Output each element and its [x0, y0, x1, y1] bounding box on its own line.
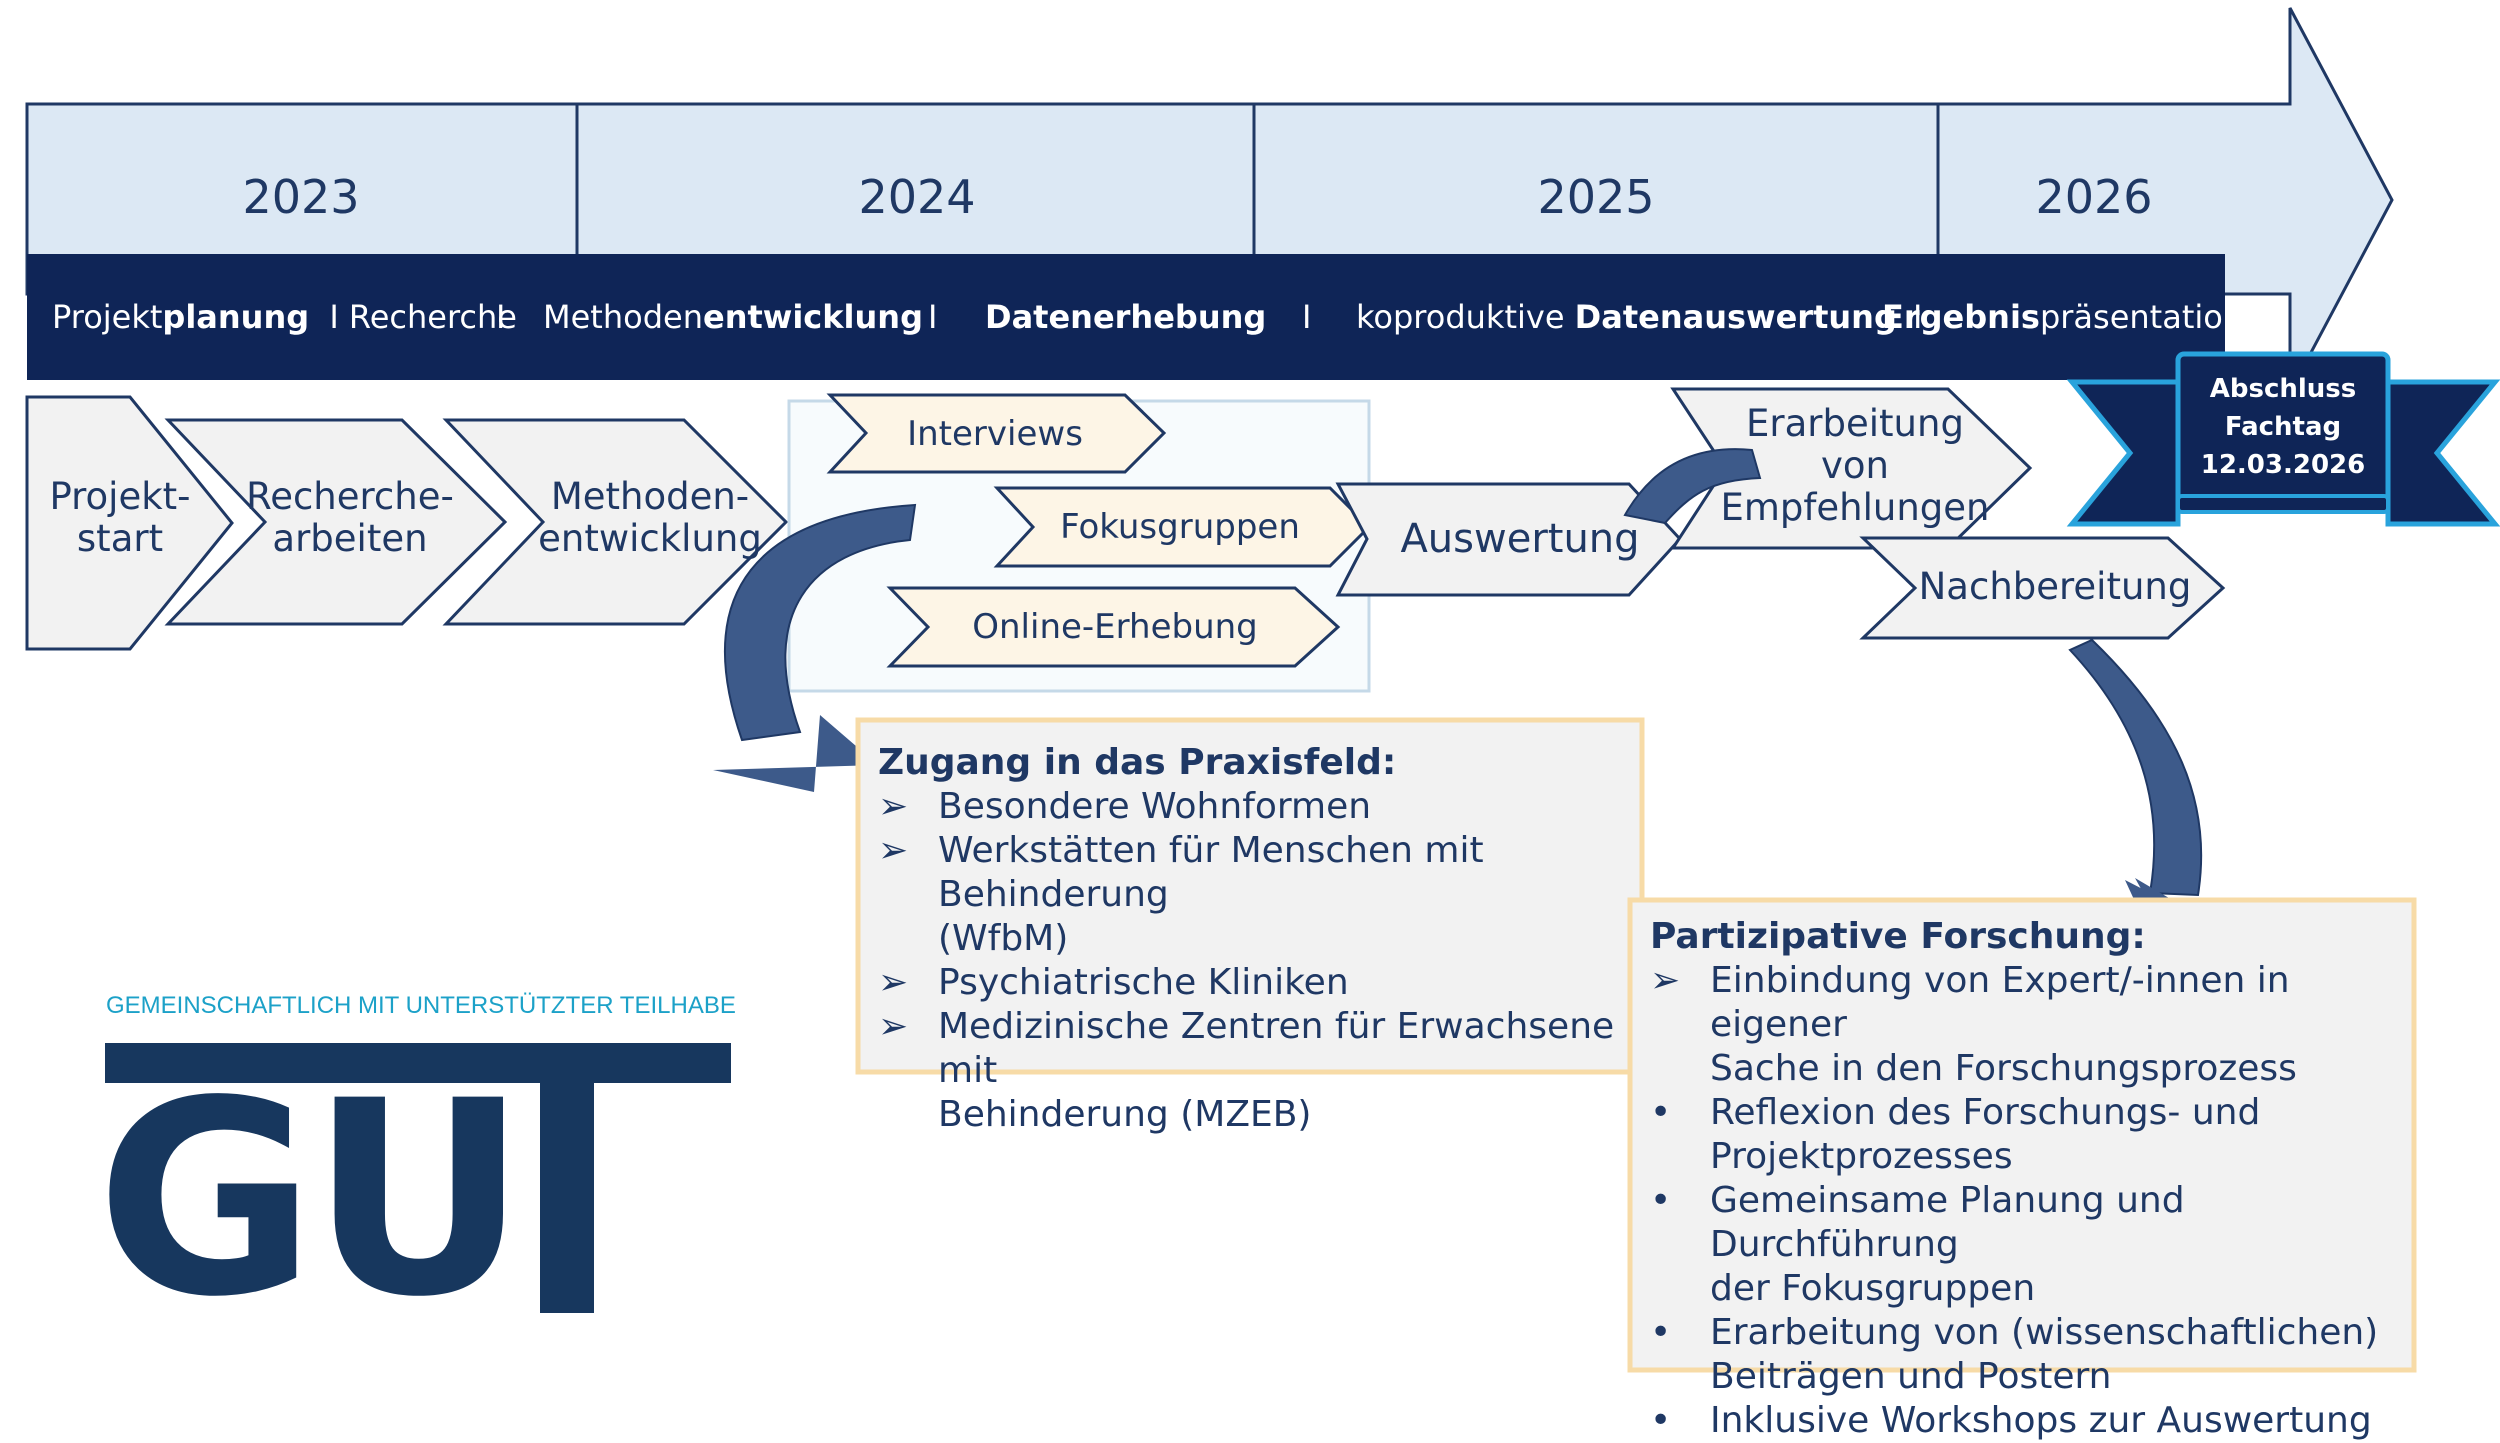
forschung-content: Partizipative Forschung: ➢ Einbindung von…	[1650, 916, 2410, 1443]
phase-separator: I	[928, 298, 938, 336]
method-online-shape	[886, 586, 1341, 668]
forschung-marker: ➢	[1650, 960, 1681, 1001]
praxisfeld-item-text: Psychiatrische Kliniken	[938, 961, 1349, 1005]
forschung-item-line: Einbindung von Expert/-innen in eigener	[1710, 960, 2290, 1045]
forschung-item-text: Erarbeitung von (wissenschaftlichen)Beit…	[1710, 1311, 2378, 1399]
praxisfeld-item-line: Behinderung (MZEB)	[938, 1094, 1312, 1135]
praxisfeld-marker: ➢	[878, 1006, 909, 1047]
praxisfeld-item: ➢ Werkstätten für Menschen mit Behinderun…	[878, 829, 1638, 961]
logo-t-stem	[540, 1043, 594, 1313]
step-recherche-shape	[164, 418, 508, 626]
praxisfeld-item-line: Psychiatrische Kliniken	[938, 962, 1349, 1003]
step-projektstart-label: Projekt- start	[49, 475, 191, 560]
praxisfeld-marker: ➢	[878, 830, 909, 871]
curved-arrow-nachbereitung-to-forschung	[2068, 638, 2203, 897]
praxisfeld-box	[855, 717, 1645, 1075]
step-projektstart-shape	[25, 395, 234, 651]
praxisfeld-item-text: Werkstätten für Menschen mit Behinderung…	[938, 829, 1638, 961]
forschung-marker: •	[1650, 1400, 1672, 1441]
step-recherche-label: Recherche- arbeiten	[246, 475, 454, 560]
method-interviews-shape	[826, 393, 1167, 474]
method-online-label: Online-Erhebung	[972, 607, 1258, 647]
forschung-item-line: Reflexion des Forschungs- und	[1710, 1092, 2261, 1133]
step-methoden-label: Methoden- entwicklung	[538, 475, 762, 560]
praxisfeld-item-line: (WfbM)	[938, 918, 1069, 959]
step-erarbeitung-label: Erarbeitung von Empfehlungen	[1720, 402, 1990, 529]
forschung-item-line: Beiträgen und Postern	[1710, 1356, 2112, 1397]
praxisfeld-item: ➢ Psychiatrische Kliniken	[878, 961, 1638, 1005]
method-fokusgruppen-label: Fokusgruppen	[1060, 507, 1300, 547]
year-2024: 2024	[858, 170, 976, 224]
forschung-title: Partizipative Forschung:	[1650, 916, 2146, 957]
praxisfeld-item-line: Besondere Wohnformen	[938, 786, 1372, 827]
banner-abschluss-fachtag: Abschluss Fachtag 12.03.2026	[2200, 374, 2366, 480]
logo-bar	[105, 1043, 731, 1083]
forschung-item: • Inklusive Workshops zur Auswertung	[1650, 1399, 2410, 1443]
curved-arrow-methoden-to-praxisfeld	[724, 503, 917, 742]
praxisfeld-item-line: Medizinische Zentren für Erwachsene mit	[938, 1006, 1615, 1091]
phase-bar	[27, 254, 2225, 380]
praxisfeld-title: Zugang in das Praxisfeld:	[878, 742, 1397, 783]
forschung-box	[1627, 897, 2417, 1373]
forschung-marker: •	[1650, 1092, 1672, 1133]
curved-arrow-head-left	[713, 715, 878, 792]
banner-ribbon-left	[2066, 379, 2181, 527]
phase-separator: I	[1302, 298, 1312, 336]
forschung-item-line: Projektprozesses	[1710, 1136, 2013, 1177]
forschung-item-line: Inklusive Workshops zur Auswertung	[1710, 1400, 2372, 1441]
forschung-item-line: Sache in den Forschungsprozess	[1710, 1048, 2297, 1089]
praxisfeld-marker: ➢	[878, 962, 909, 1003]
forschung-item-line: Erarbeitung von (wissenschaftlichen)	[1710, 1312, 2379, 1353]
curved-arrow-auswertung-to-erarbeitung	[1623, 448, 1762, 525]
year-2026: 2026	[2035, 170, 2153, 224]
method-interviews-label: Interviews	[907, 414, 1083, 454]
phase-methodenentwicklung: Methodenentwicklung	[543, 298, 923, 336]
logo-tagline: GEMEINSCHAFTLICH MIT UNTERSTÜTZTER TEILH…	[106, 992, 736, 1019]
praxisfeld-list: ➢ Besondere Wohnformen ➢ Werkstätten für Me…	[878, 785, 1638, 1137]
forschung-item-line: der Fokusgruppen	[1710, 1268, 2036, 1309]
forschung-item-text: Inklusive Workshops zur Auswertung	[1710, 1399, 2372, 1443]
phase-ergebnispraesentation: Ergebnispräsentation	[1882, 298, 2244, 336]
logo-wordmark: GU	[96, 1066, 528, 1334]
method-fokusgruppen-shape	[993, 486, 1372, 568]
praxisfeld-content: Zugang in das Praxisfeld: ➢ Besondere Woh…	[878, 742, 1638, 1137]
praxisfeld-item-line: Werkstätten für Menschen mit Behinderung	[938, 830, 1484, 915]
banner-fold	[2176, 494, 2390, 514]
step-nachbereitung-label: Nachbereitung	[1918, 565, 2192, 608]
banner-ribbon-right	[2385, 379, 2500, 527]
forschung-marker: •	[1650, 1180, 1672, 1221]
forschung-list: ➢ Einbindung von Expert/-innen in eigener…	[1650, 959, 2410, 1443]
phase-datenerhebung: Datenerhebung	[985, 298, 1267, 336]
forschung-item-line: Gemeinsame Planung und Durchführung	[1710, 1180, 2185, 1265]
logo-letters: GU	[96, 1044, 528, 1356]
year-2023: 2023	[242, 170, 360, 224]
praxisfeld-marker: ➢	[878, 786, 909, 827]
forschung-item: ➢ Einbindung von Expert/-innen in eigener…	[1650, 959, 2410, 1091]
phase-separator: I	[496, 298, 506, 336]
year-2025: 2025	[1537, 170, 1655, 224]
step-auswertung-shape	[1335, 482, 1683, 597]
forschung-marker: •	[1650, 1312, 1672, 1353]
forschung-item: • Erarbeitung von (wissenschaftlichen)Bei…	[1650, 1311, 2410, 1399]
praxisfeld-item: ➢ Besondere Wohnformen	[878, 785, 1638, 829]
praxisfeld-item: ➢ Medizinische Zentren für Erwachsene mit…	[878, 1005, 1638, 1137]
step-methoden-shape	[442, 418, 789, 626]
step-nachbereitung-shape	[1859, 536, 2226, 640]
phase-projektplanung: Projektplanung I Recherche	[52, 298, 517, 336]
step-auswertung-label: Auswertung	[1400, 516, 1640, 562]
praxisfeld-item-text: Besondere Wohnformen	[938, 785, 1371, 829]
timeline-diagram-canvas	[25, 7, 2500, 1373]
phase-datenauswertung: koproduktive Datenauswertung I	[1356, 298, 1923, 336]
